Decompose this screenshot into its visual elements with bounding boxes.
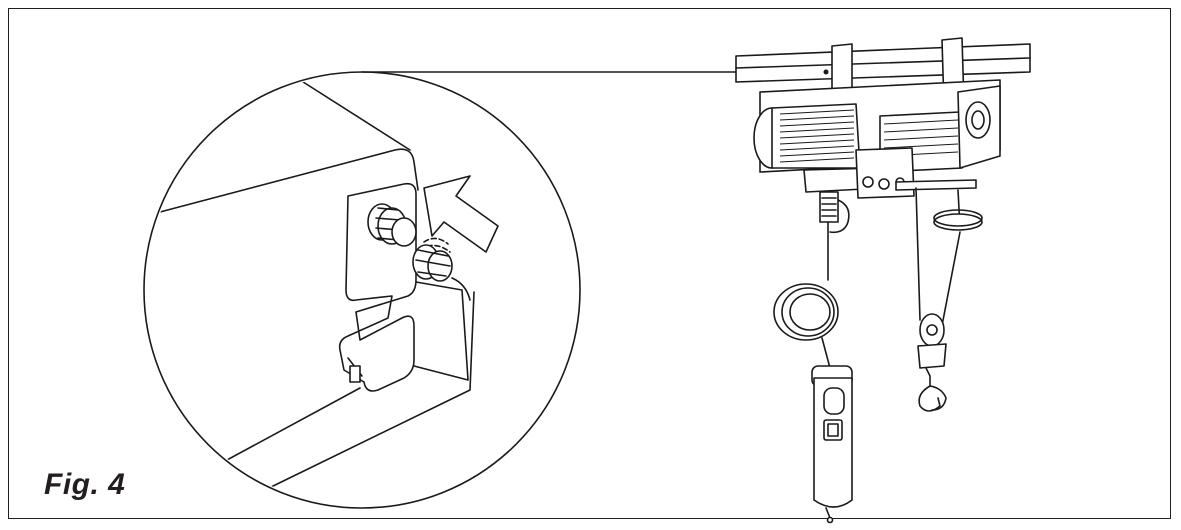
cable-plug (412, 237, 471, 301)
pendant-control (811, 365, 853, 524)
figure-label: Fig. 4 (44, 468, 126, 501)
wire-rope (915, 187, 921, 321)
stop-weight (933, 213, 983, 231)
insert-direction-arrow (423, 175, 499, 253)
detail-circle (143, 71, 581, 509)
cable-socket (367, 203, 417, 247)
housing-edge (159, 148, 419, 213)
hook-block (917, 313, 947, 412)
electric-hoist (735, 37, 1031, 524)
hook (918, 385, 941, 412)
figure-frame (8, 8, 1171, 519)
pendant-button-up (823, 387, 845, 415)
limit-switch-arm (895, 179, 977, 191)
